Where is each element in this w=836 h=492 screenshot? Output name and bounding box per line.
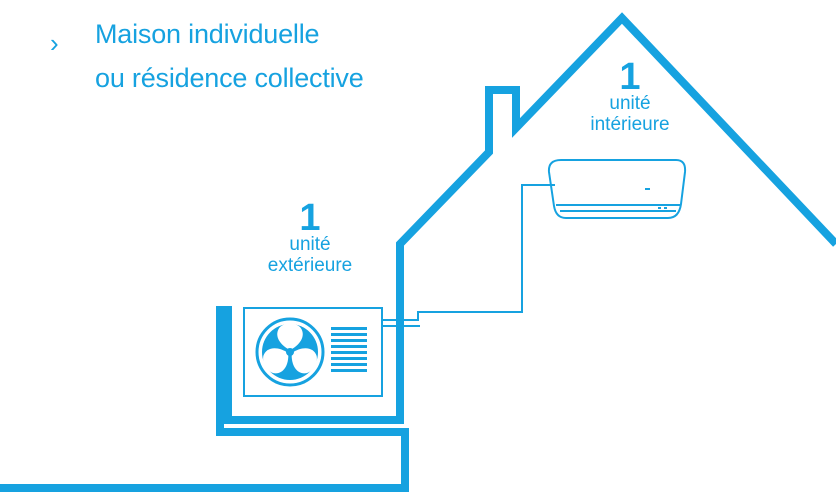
outdoor-unit-label-line-2: extérieure <box>267 255 353 277</box>
outdoor-unit-label-line-1: unité <box>289 234 331 256</box>
bullet-text-line-1: Maison individuelle <box>95 19 320 49</box>
outdoor-unit-count: 1 <box>299 197 321 239</box>
indoor-unit-label-line-2: intérieure <box>590 114 670 136</box>
outdoor-grille <box>331 327 367 372</box>
bullet-chevron-icon: › <box>50 28 59 58</box>
fan-icon <box>255 317 325 387</box>
wall-mounted-ac-icon <box>547 159 687 219</box>
house-outline-icon <box>0 12 836 492</box>
indoor-unit-count: 1 <box>619 56 641 98</box>
outdoor-ac-unit-icon <box>243 307 383 397</box>
refrigerant-pipes <box>383 184 555 327</box>
indoor-unit-label: 1 unité intérieure <box>565 56 695 136</box>
bullet-text-line-2: ou résidence collective <box>95 63 364 93</box>
indoor-unit-label-line-1: unité <box>609 93 651 115</box>
outdoor-unit-label: 1 unité extérieure <box>245 197 375 277</box>
